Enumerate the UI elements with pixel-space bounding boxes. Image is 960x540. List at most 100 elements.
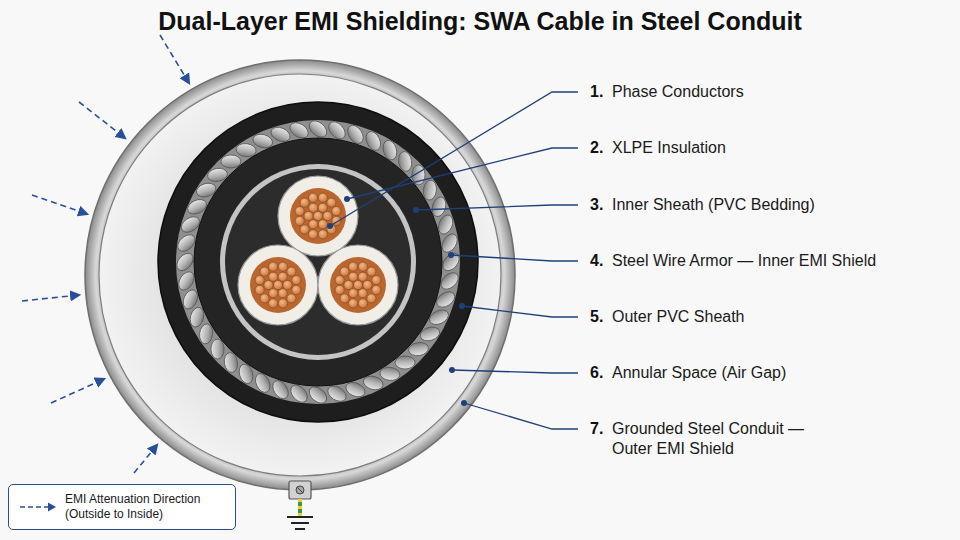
copper-strand: [308, 230, 317, 239]
copper-strand: [278, 289, 287, 298]
phase-conductor: [290, 188, 346, 244]
armor-wire: [306, 384, 330, 407]
callout-number: 2.: [590, 138, 603, 158]
leader-line: [464, 403, 578, 429]
copper-strand: [304, 211, 313, 220]
copper-strand: [313, 211, 322, 220]
dashed-arrow: [20, 506, 48, 508]
copper-strand: [348, 299, 357, 308]
copper-strand: [287, 294, 296, 303]
bedding-ring: [220, 164, 416, 360]
copper-strand: [340, 294, 349, 303]
copper-strand: [367, 267, 376, 276]
ground-symbol: [295, 528, 305, 530]
steel-conduit: [85, 60, 515, 490]
copper-strand: [278, 299, 287, 308]
part-label: Annular Space (Air Gap): [612, 363, 786, 383]
copper-strand: [300, 198, 309, 207]
copper-strand: [278, 272, 287, 281]
copper-strand: [349, 289, 358, 298]
callout-number: 4.: [590, 251, 603, 271]
copper-strand: [260, 294, 269, 303]
copper-strand: [308, 193, 317, 202]
armor-wire: [306, 118, 330, 141]
part-label: Phase Conductors: [612, 82, 744, 102]
ground-symbol: [287, 516, 313, 518]
copper-strand: [372, 275, 381, 284]
phase-conductor: [330, 257, 386, 313]
annular-space: [99, 74, 501, 476]
leader-dot: [413, 207, 419, 213]
copper-strand: [268, 262, 277, 271]
leader-dot: [327, 223, 333, 229]
armor-wire: [440, 250, 463, 274]
armor-wire: [176, 269, 198, 293]
copper-strand: [278, 262, 287, 271]
callout-number: 3.: [590, 195, 603, 215]
legend-sample: [19, 500, 57, 514]
inner-sheath: [194, 138, 442, 386]
armor-wire: [395, 356, 415, 369]
part-label: Inner Sheath (PVC Bedding): [612, 195, 815, 215]
core-filler: [225, 169, 411, 355]
copper-strand: [358, 262, 367, 271]
leader-dot: [344, 196, 350, 202]
arrow-head: [48, 503, 56, 512]
copper-strand: [295, 206, 304, 215]
copper-strand: [318, 203, 327, 212]
armor-wire: [325, 383, 349, 405]
xlpe-insulation: [318, 245, 398, 325]
copper-strand: [348, 262, 357, 271]
armor-wire: [221, 155, 241, 168]
copper-strand: [269, 289, 278, 298]
copper-strand: [358, 272, 367, 281]
leader-dot: [461, 400, 467, 406]
diagram-title: Dual-Layer EMI Shielding: SWA Cable in S…: [0, 6, 960, 36]
callout-number: 7.: [590, 419, 603, 439]
copper-strand: [335, 275, 344, 284]
armor-wire: [439, 231, 461, 255]
armor-wire: [211, 339, 224, 359]
leader-line: [451, 255, 578, 261]
copper-strand: [260, 267, 269, 276]
copper-strand: [255, 275, 264, 284]
copper-strand: [323, 211, 332, 220]
leader-dot: [449, 367, 455, 373]
copper-strand: [300, 225, 309, 234]
copper-strand: [340, 267, 349, 276]
copper-strand: [292, 275, 301, 284]
callout-number: 1.: [590, 82, 603, 102]
copper-strand: [353, 280, 362, 289]
legend-text: EMI Attenuation Direction (Outside to In…: [65, 492, 225, 522]
copper-strand: [344, 280, 353, 289]
leader-dot: [448, 252, 454, 258]
emi-arrow: [51, 379, 104, 403]
phase-conductor: [250, 257, 306, 313]
leader-line: [330, 92, 578, 226]
emi-arrow: [134, 445, 157, 473]
copper-strand: [309, 220, 318, 229]
ground-symbol: [291, 522, 309, 524]
callout-number: 6.: [590, 363, 603, 383]
copper-strand: [318, 193, 327, 202]
emi-arrow: [160, 35, 189, 83]
armor-wire: [174, 250, 197, 274]
part-label: Outer PVC Sheath: [612, 307, 745, 327]
copper-strand: [292, 285, 301, 294]
copper-strand: [358, 289, 367, 298]
copper-strand: [363, 280, 372, 289]
emi-arrow: [22, 295, 79, 301]
copper-strand: [332, 206, 341, 215]
copper-strand: [367, 294, 376, 303]
conductor-strands: [255, 193, 381, 308]
xlpe-insulation: [238, 245, 318, 325]
armor-bed: [176, 120, 460, 404]
copper-strand: [287, 267, 296, 276]
leader-line: [462, 306, 578, 317]
copper-strand: [358, 299, 367, 308]
ground-wire: [298, 499, 302, 516]
copper-strand: [318, 220, 327, 229]
copper-strand: [349, 272, 358, 281]
part-label: Grounded Steel Conduit — Outer EMI Shiel…: [612, 419, 824, 459]
